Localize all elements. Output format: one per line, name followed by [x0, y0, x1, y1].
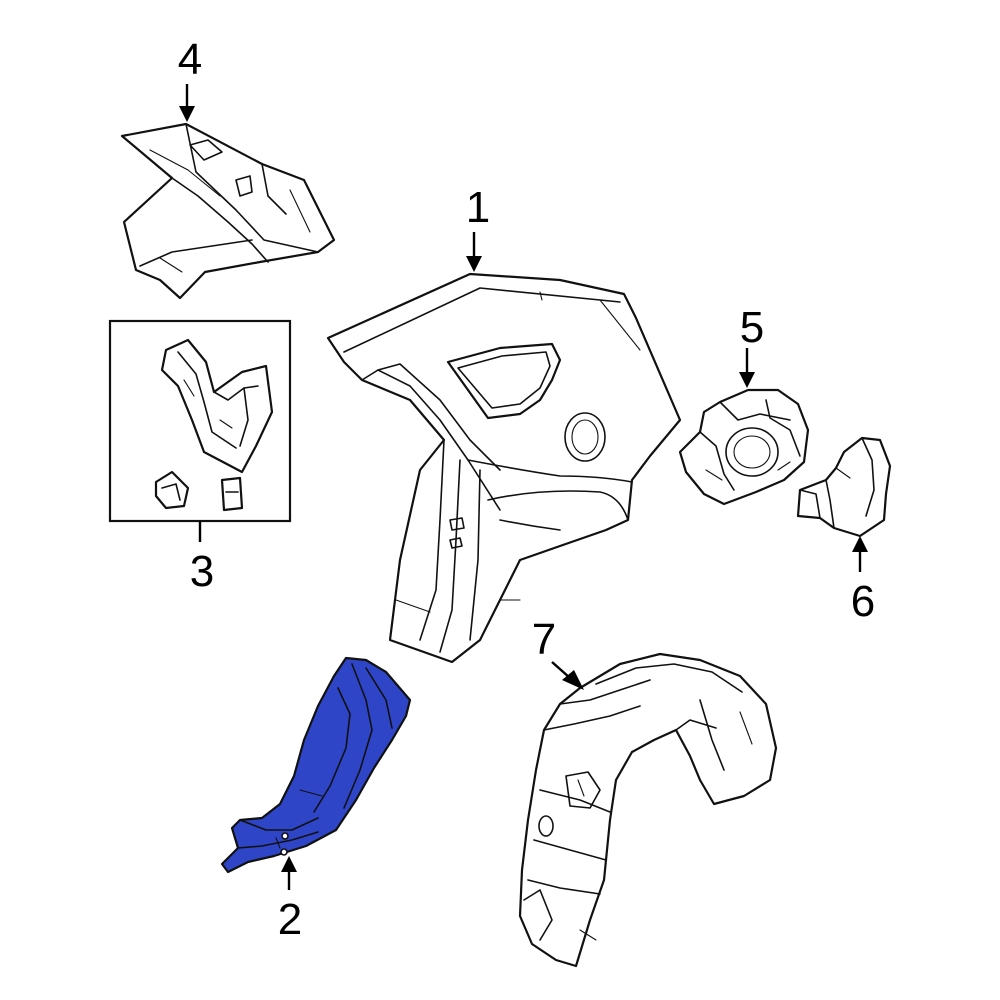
part-7-wheel-liner[interactable] — [518, 652, 778, 968]
callout-3: 3 — [190, 547, 214, 596]
part-1-quarter-panel[interactable] — [326, 272, 682, 664]
callout-5: 5 — [740, 303, 764, 352]
callout-1: 1 — [466, 183, 490, 232]
part-5-fuel-housing[interactable] — [678, 388, 810, 506]
callout-7: 7 — [532, 615, 556, 664]
callout-6: 6 — [851, 577, 875, 626]
callout-2: 2 — [278, 895, 302, 944]
part-6-fuel-door[interactable] — [796, 436, 892, 538]
part-3-bracket-kit[interactable] — [108, 319, 292, 523]
callout-4: 4 — [178, 35, 202, 84]
part-2-highlight — [220, 656, 412, 874]
part-2-inner-pillar[interactable] — [220, 656, 412, 874]
callout-arrows — [179, 84, 868, 890]
part-4-rear-panel[interactable] — [120, 122, 336, 300]
